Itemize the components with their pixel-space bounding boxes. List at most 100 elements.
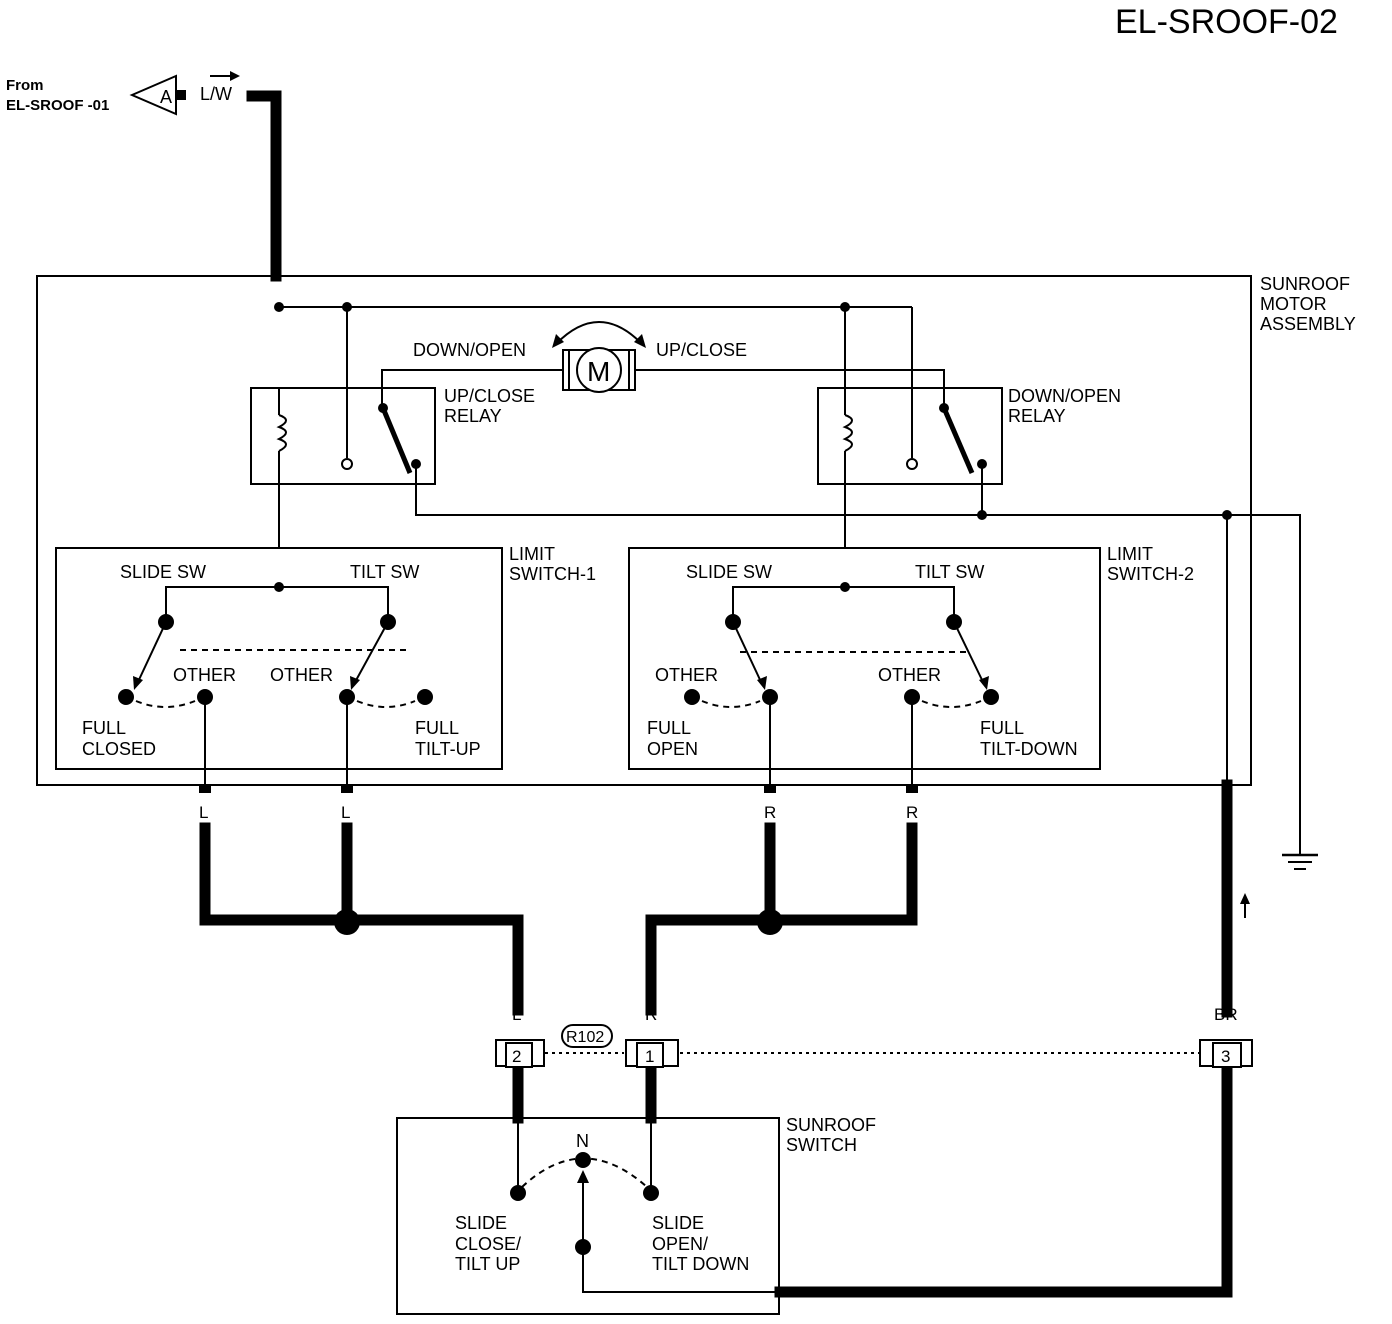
slide-close-label-3: TILT UP	[455, 1254, 520, 1274]
other-label: OTHER	[270, 665, 333, 685]
full-tilt-up-label-2: TILT-UP	[415, 739, 481, 759]
tilt-sw-label: TILT SW	[915, 562, 984, 582]
switch-blade	[732, 621, 763, 685]
sunroof-switch-box	[396, 1117, 780, 1315]
limit-switch-2-box	[628, 547, 1101, 770]
switch-blade	[953, 621, 985, 685]
switch-blade	[136, 621, 167, 685]
slide-sw-label: SLIDE SW	[686, 562, 772, 582]
motor-assembly-label-3: ASSEMBLY	[1260, 314, 1356, 334]
switch-travel-arc	[921, 700, 982, 708]
arrow-head	[1240, 893, 1250, 904]
switch-travel-arc	[701, 700, 761, 708]
from-wire-color: L/W	[200, 84, 232, 104]
other-label: OTHER	[878, 665, 941, 685]
limit1-common	[165, 586, 389, 622]
other-label: OTHER	[173, 665, 236, 685]
sunroof-switch-label-1: SUNROOF	[786, 1115, 876, 1135]
motor-assembly-label-1: SUNROOF	[1260, 274, 1350, 294]
connector-a-label: A	[160, 87, 172, 107]
arrow-head	[757, 676, 767, 690]
switch-blade	[353, 621, 389, 685]
down-open-relay-label-2: RELAY	[1008, 406, 1066, 426]
full-tilt-up-label-1: FULL	[415, 718, 459, 738]
arrow-head	[577, 1170, 589, 1183]
splice-r	[757, 909, 783, 935]
down-open-relay-box	[817, 387, 1003, 485]
switch-terminal	[983, 689, 999, 705]
motor-assembly-label-2: MOTOR	[1260, 294, 1327, 314]
slide-open-label-3: TILT DOWN	[652, 1254, 749, 1274]
relay-common-wire	[415, 464, 1301, 855]
harness-stub	[341, 785, 353, 793]
relay-terminal	[906, 458, 918, 470]
full-open-label-2: OPEN	[647, 739, 698, 759]
slide-close-label-2: CLOSE/	[455, 1234, 521, 1254]
wire-color-l: L	[199, 803, 208, 822]
motor-lead-right	[635, 369, 945, 408]
arrow-head	[552, 334, 564, 348]
wire-color-r: R	[764, 803, 776, 822]
limit-switch-1-box	[55, 547, 503, 770]
other-label: OTHER	[655, 665, 718, 685]
limit-switch-1-label-1: LIMIT	[509, 544, 555, 564]
switch-travel-arc	[356, 700, 416, 708]
connector-a-pin	[176, 90, 186, 100]
node	[378, 403, 388, 413]
splice-l	[334, 909, 360, 935]
motor-up-close-label: UP/CLOSE	[656, 340, 747, 360]
wire-color-r: R	[906, 803, 918, 822]
wire-color-l: L	[341, 803, 350, 822]
switch-common-wire	[582, 1247, 780, 1293]
full-tilt-down-label-1: FULL	[980, 718, 1024, 738]
pin-number: 3	[1221, 1047, 1230, 1066]
sunroof-switch-label-2: SWITCH	[786, 1135, 857, 1155]
from-label: From	[6, 77, 44, 94]
limit-switch-2-label-1: LIMIT	[1107, 544, 1153, 564]
arrow-head	[350, 676, 360, 690]
full-closed-label-1: FULL	[82, 718, 126, 738]
motor-rotation-arrow	[555, 321, 643, 345]
harness-stub	[199, 785, 211, 793]
up-close-relay-label-2: RELAY	[444, 406, 502, 426]
limit2-common	[732, 586, 955, 622]
up-close-relay-box	[250, 387, 436, 485]
feed-wire-lw	[246, 90, 282, 282]
switch-terminal	[118, 689, 134, 705]
pin-number: 2	[512, 1047, 521, 1066]
sunroof-motor-assembly-box	[36, 275, 1252, 786]
full-closed-label-2: CLOSED	[82, 739, 156, 759]
switch-terminal	[575, 1152, 591, 1168]
connector-pin-1	[636, 1042, 664, 1068]
node	[977, 510, 987, 520]
connector-pin-3	[1212, 1042, 1242, 1068]
switch-terminal	[684, 689, 700, 705]
slide-sw-label: SLIDE SW	[120, 562, 206, 582]
switch-travel-arc	[135, 700, 196, 708]
slide-open-label-1: SLIDE	[652, 1213, 704, 1233]
harness-stub	[764, 785, 776, 793]
motor-lead-left	[381, 369, 563, 408]
full-open-label-1: FULL	[647, 718, 691, 738]
node	[939, 403, 949, 413]
pin-number: 1	[645, 1047, 654, 1066]
neutral-label: N	[576, 1131, 589, 1151]
limit-switch-2-label-2: SWITCH-2	[1107, 564, 1194, 584]
arrow-head	[133, 676, 143, 690]
arrow-head	[230, 71, 240, 81]
br-harness-wire	[774, 1066, 1233, 1298]
motor-icon	[576, 347, 622, 393]
wire-color-r: R	[645, 1005, 657, 1024]
from-page-ref: EL-SROOF -01	[6, 97, 109, 114]
wire-color-br: BR	[1214, 1005, 1238, 1024]
motor-symbol: M	[587, 356, 610, 387]
connector-id-badge	[561, 1024, 613, 1048]
motor-down-open-label: DOWN/OPEN	[413, 340, 526, 360]
slide-close-label-1: SLIDE	[455, 1213, 507, 1233]
arrow-head	[634, 334, 646, 348]
relay-contact	[941, 407, 975, 474]
up-close-relay-label-1: UP/CLOSE	[444, 386, 535, 406]
page-id: EL-SROOF-02	[1115, 3, 1338, 41]
switch-terminal	[510, 1185, 526, 1201]
switch-terminal	[417, 689, 433, 705]
